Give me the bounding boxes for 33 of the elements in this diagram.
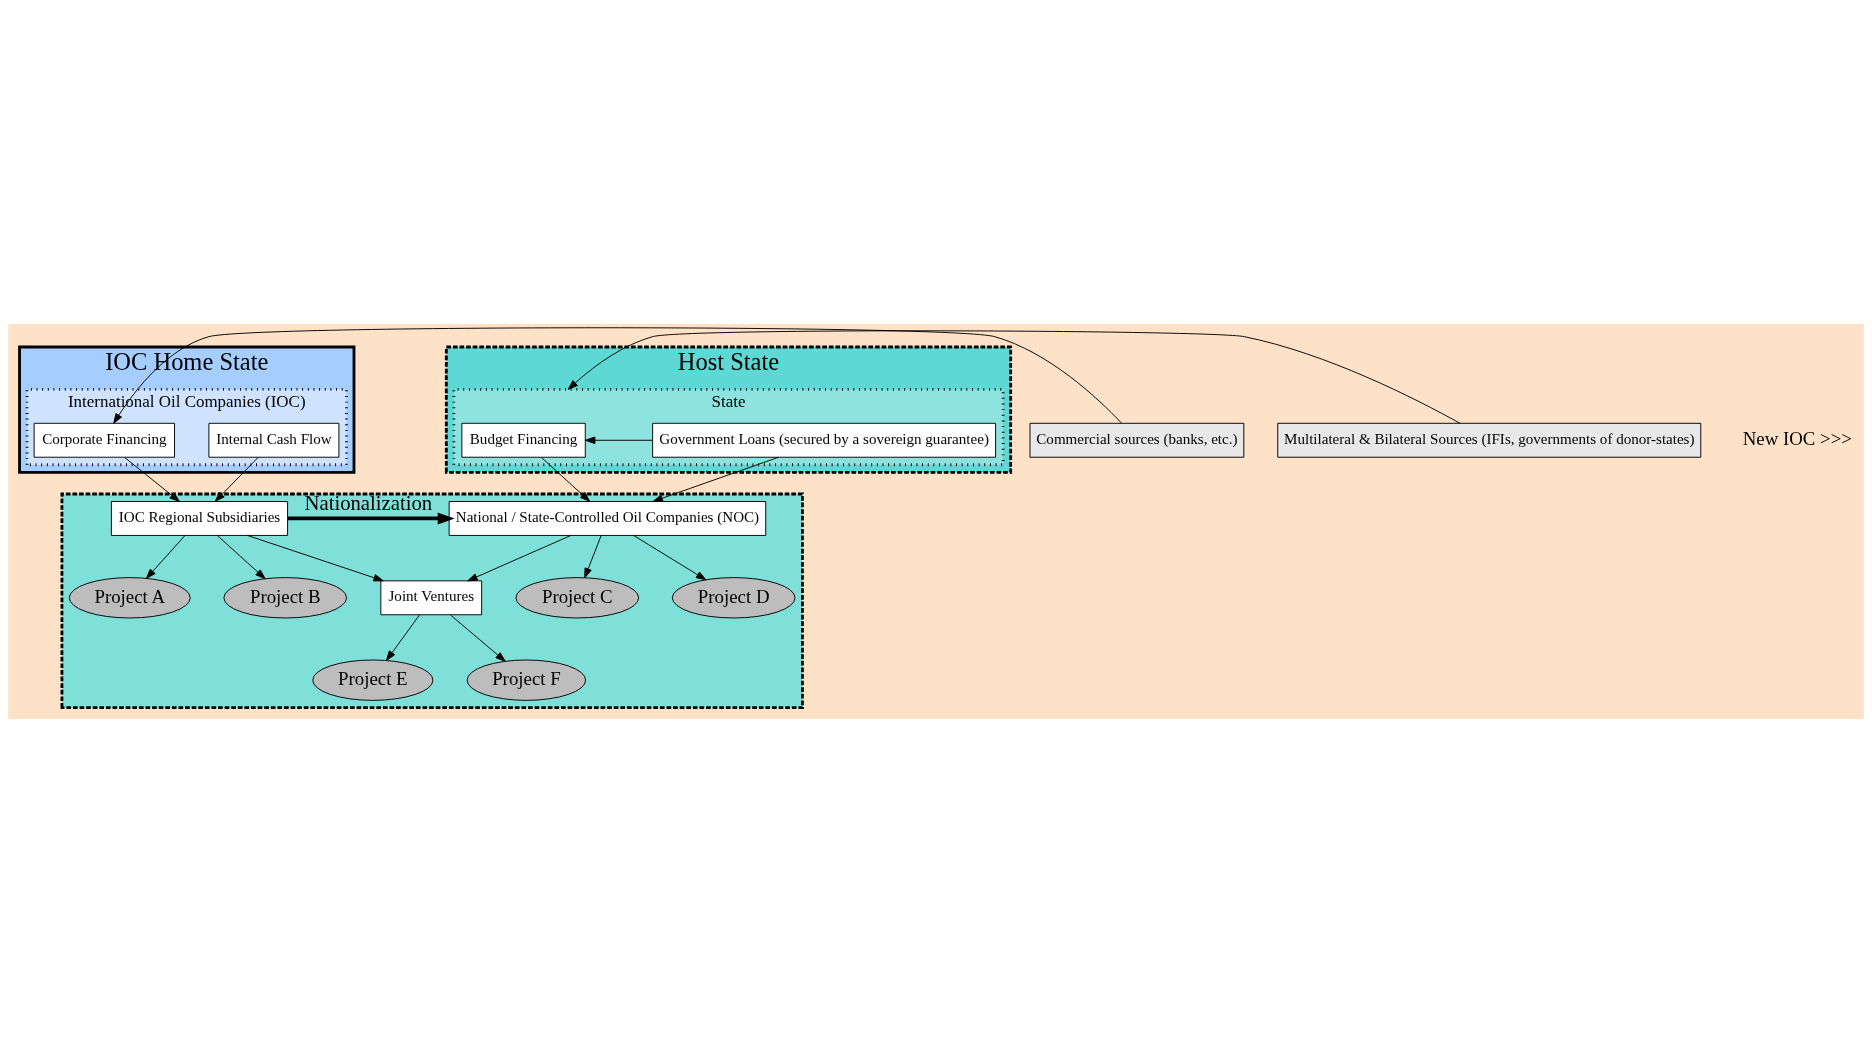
arrow (585, 436, 654, 444)
arrow (145, 534, 186, 579)
arrow (214, 456, 259, 502)
node-box: IOC Regional Subsidiaries (110, 500, 289, 536)
node-box: Internal Cash Flow (208, 422, 340, 458)
arrow (113, 326, 1122, 424)
node-box: Multilateral & Bilateral Sources (IFIs, governments of donor-states) (1277, 422, 1702, 458)
arrow (467, 534, 572, 581)
arrow (287, 512, 455, 524)
node-ellipse: Project C (515, 576, 640, 618)
label: New IOC >>> (1742, 427, 1852, 449)
node-box: National / State-Controlled Oil Companies (NOC) (448, 500, 767, 536)
node-box: Commercial sources (banks, etc.) (1029, 422, 1245, 458)
arrow (540, 456, 591, 502)
node-ellipse: Project E (312, 659, 434, 701)
arrow (633, 534, 707, 580)
node-box: Corporate Financing (33, 422, 175, 458)
arrow (450, 614, 506, 662)
arrow (124, 456, 180, 502)
node-ellipse: Project B (223, 576, 348, 618)
node-box: Government Loans (secured by a sovereign guarantee) (652, 422, 997, 458)
arrow (567, 329, 1461, 424)
edge-label: Nationalization (304, 491, 433, 514)
arrow (216, 534, 266, 579)
arrow (584, 534, 602, 578)
node-ellipse: Project F (466, 659, 587, 701)
node-ellipse: Project A (68, 576, 191, 618)
node-ellipse: Project D (671, 576, 796, 618)
node-box: Joint Ventures (380, 579, 483, 615)
node-box: Budget Financing (461, 422, 586, 458)
arrow (386, 614, 420, 661)
arrow (247, 534, 384, 581)
arrow (652, 456, 779, 502)
